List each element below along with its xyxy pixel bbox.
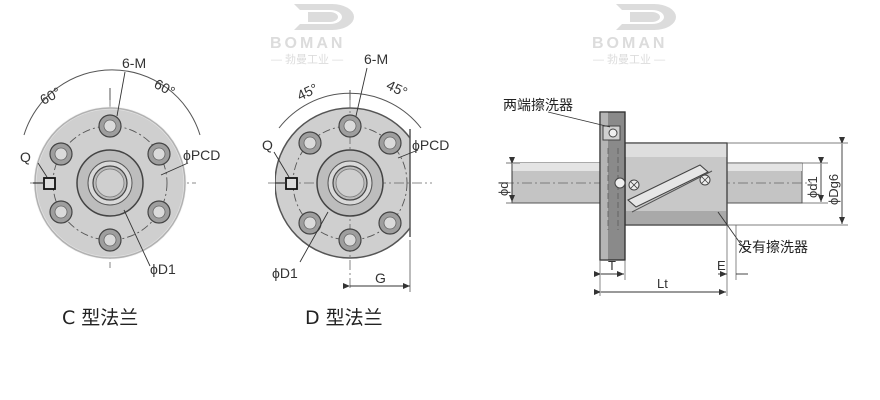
side-view: 两端擦洗器 没有擦洗器 ϕd ϕd1 ϕDg6 T E Lt <box>496 97 848 296</box>
d-g-label: G <box>375 270 386 286</box>
watermark-left: BOMAN — 勃曼工业 — <box>270 4 354 66</box>
d-d1-label: ϕD1 <box>272 265 298 281</box>
d-flange-view: 6-M 45° 45° Q ϕPCD ϕD1 G <box>262 51 449 292</box>
c-flange-caption: C 型法兰 <box>62 307 139 329</box>
c-angle-right-label: 60° <box>152 76 178 100</box>
watermark-right: BOMAN — 勃曼工业 — <box>592 4 676 66</box>
watermark-brand: BOMAN <box>592 35 667 52</box>
c-q-port <box>43 177 56 190</box>
c-pcd-label: ϕPCD <box>183 147 220 163</box>
c-angle-arc <box>23 69 201 136</box>
e-dim-label: E <box>717 258 726 273</box>
d-bolt-label: 6-M <box>364 51 388 67</box>
d-pcd-label: ϕPCD <box>412 137 449 153</box>
watermark-brand: BOMAN <box>270 35 345 52</box>
flange-bolt <box>608 128 618 138</box>
c-flange-view: 6-M 60° 60° Q ϕPCD ϕD1 <box>20 55 220 277</box>
watermark-tagline: — 勃曼工业 — <box>271 53 343 66</box>
t-dim-label: T <box>608 258 616 273</box>
d-dim-label: ϕd <box>496 181 511 196</box>
d-flange-caption: D 型法兰 <box>305 307 383 329</box>
d-q-label: Q <box>262 137 273 153</box>
dg6-dim-label: ϕDg6 <box>826 174 841 205</box>
return-tube <box>627 164 709 208</box>
c-angle-left-label: 60° <box>37 84 63 108</box>
boman-logo-icon <box>616 4 676 30</box>
no-wiper-label: 没有擦洗器 <box>738 239 808 256</box>
d-q-port <box>285 177 298 190</box>
d-angle-right-label: 45° <box>384 77 410 100</box>
d1-dim-label: ϕd1 <box>805 176 820 198</box>
c-d1-label: ϕD1 <box>150 261 176 277</box>
boman-logo-icon <box>294 4 354 30</box>
c-bolt-label: 6-M <box>122 55 146 71</box>
c-q-label: Q <box>20 149 31 165</box>
lt-dim-label: Lt <box>657 276 668 291</box>
watermark-tagline: — 勃曼工业 — <box>593 53 665 66</box>
both-wipers-label: 两端擦洗器 <box>503 97 573 114</box>
